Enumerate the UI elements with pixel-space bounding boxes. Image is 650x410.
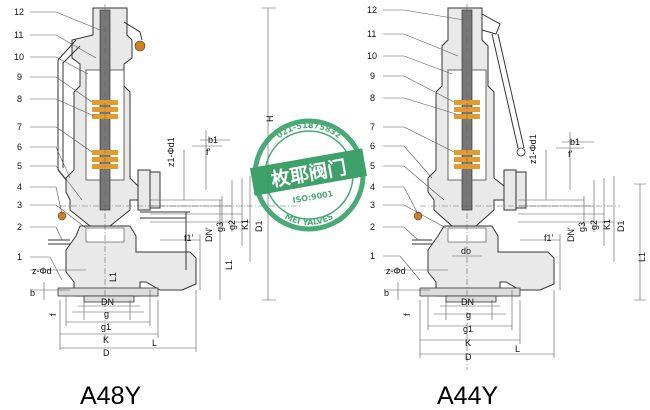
left-dim-g3: g3 bbox=[215, 222, 225, 232]
left-dim-DN-low: DN bbox=[101, 297, 114, 307]
right-part-8: 8 bbox=[370, 93, 375, 103]
right-dim-L: L bbox=[515, 344, 520, 354]
right-part-6: 6 bbox=[370, 141, 375, 151]
stamp-iso-text: ISO:9001 bbox=[292, 189, 334, 205]
left-part-2: 2 bbox=[17, 222, 22, 232]
left-dim-b: b bbox=[30, 288, 35, 298]
right-valve-view bbox=[412, 4, 646, 370]
right-dim-K: K bbox=[465, 338, 471, 348]
right-lower-body bbox=[427, 225, 555, 297]
right-dim-f: f' bbox=[568, 149, 573, 159]
left-dim-K1: K1 bbox=[240, 219, 250, 230]
left-dimensions: b1 f' z1-Φd1 DN' g3 g2 K1 D1 H f1' L1 L1… bbox=[30, 116, 275, 358]
left-dim-f: f' bbox=[206, 147, 211, 157]
right-dim-D1: D1 bbox=[616, 220, 626, 232]
left-dim-g1: g1 bbox=[101, 322, 111, 332]
left-valve-view bbox=[48, 4, 300, 346]
left-dim-DN: DN' bbox=[204, 227, 214, 242]
company-stamp: 021-51875832 MEI YALVES 枚耶阀门 ISO:9001 bbox=[249, 118, 368, 232]
right-part-5: 5 bbox=[370, 161, 375, 171]
right-dim-b: b bbox=[384, 288, 389, 298]
right-part-9: 9 bbox=[370, 71, 375, 81]
left-part-4: 4 bbox=[17, 182, 22, 192]
right-dim-L1: L1 bbox=[637, 252, 647, 262]
right-part-4: 4 bbox=[370, 182, 375, 192]
left-part-labels: 12 11 10 9 8 7 6 5 4 3 2 1 bbox=[14, 7, 101, 281]
left-part-3: 3 bbox=[17, 200, 22, 210]
left-dim-K: K bbox=[103, 335, 109, 345]
left-dim-L: L bbox=[152, 338, 157, 348]
right-part-7: 7 bbox=[370, 122, 375, 132]
right-dim-do: do bbox=[461, 246, 471, 256]
right-dim-f1: f1' bbox=[544, 233, 554, 243]
left-part-7: 7 bbox=[17, 122, 22, 132]
left-dim-L1: L1 bbox=[224, 260, 234, 270]
left-dim-b1: b1 bbox=[208, 135, 218, 145]
right-dim-g3: g3 bbox=[577, 222, 587, 232]
left-part-6: 6 bbox=[17, 142, 22, 152]
right-dimensions: b1 f' z1-Φd1 DN' g3 g2 K1 D1 L1 f1' do z… bbox=[384, 132, 647, 362]
left-dim-f-low: f bbox=[48, 313, 58, 316]
left-caption: A48Y bbox=[80, 382, 141, 410]
right-part-labels: 12 11 10 9 8 7 6 5 4 3 2 1 bbox=[367, 5, 465, 281]
right-part-1: 1 bbox=[370, 251, 375, 261]
left-part-5: 5 bbox=[17, 161, 22, 171]
left-dim-z1: z1-Φd1 bbox=[166, 137, 176, 167]
right-part-3: 3 bbox=[370, 200, 375, 210]
right-part-11: 11 bbox=[367, 29, 376, 39]
right-dim-K1: K1 bbox=[602, 219, 612, 230]
left-dim-g: g bbox=[104, 309, 109, 319]
right-dim-f-low: f bbox=[402, 313, 412, 316]
left-dim-H: H bbox=[265, 116, 275, 123]
right-dim-D: D bbox=[465, 352, 472, 362]
right-dim-g: g bbox=[466, 310, 471, 320]
right-dim-DN-low: DN bbox=[461, 297, 474, 307]
left-dim-D: D bbox=[103, 348, 110, 358]
right-dim-b1: b1 bbox=[570, 137, 580, 147]
left-dim-D1: D1 bbox=[254, 220, 264, 232]
right-part-2: 2 bbox=[370, 222, 375, 232]
left-dim-g2: g2 bbox=[227, 220, 237, 230]
right-caption: A44Y bbox=[437, 382, 498, 410]
left-dim-zd: z-Φd bbox=[32, 266, 52, 276]
right-dim-DN: DN' bbox=[566, 227, 576, 242]
right-dim-g2: g2 bbox=[589, 220, 599, 230]
right-dim-z1: z1-Φd1 bbox=[528, 134, 538, 164]
left-part-8: 8 bbox=[17, 94, 22, 104]
right-dim-zd: z-Φd bbox=[386, 266, 406, 276]
left-part-10: 10 bbox=[14, 52, 24, 62]
left-part-12: 12 bbox=[14, 7, 24, 17]
left-part-11: 11 bbox=[14, 30, 23, 40]
left-lower-body bbox=[65, 225, 197, 297]
right-part-10: 10 bbox=[367, 51, 377, 61]
left-part-9: 9 bbox=[17, 72, 22, 82]
right-dim-g1: g1 bbox=[463, 324, 473, 334]
left-dim-f1: f1' bbox=[184, 233, 194, 243]
left-part-1: 1 bbox=[17, 252, 22, 262]
left-lever-knob bbox=[134, 40, 146, 52]
left-dim-L1-low: L1 bbox=[108, 272, 118, 282]
right-part-12: 12 bbox=[367, 5, 377, 15]
